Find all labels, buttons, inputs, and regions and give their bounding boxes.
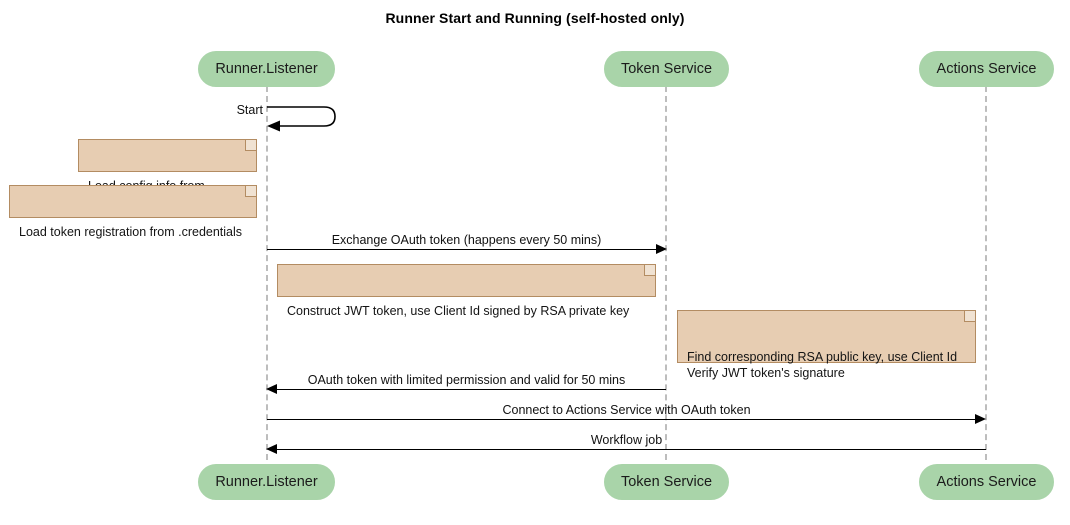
note-fold-corner-icon (644, 265, 655, 276)
message-label-oauth-token-returned: OAuth token with limited permission and … (307, 373, 626, 387)
participant-label: Actions Service (936, 474, 1037, 490)
participant-token-bottom[interactable]: Token Service (604, 464, 729, 500)
note-load-config: Load config info from .runner (78, 139, 257, 209)
message-arrowhead-connect-actions (975, 414, 986, 424)
note-construct-jwt: Construct JWT token, use Client Id signe… (277, 264, 656, 318)
message-arrowhead-workflow-job (266, 444, 277, 454)
participant-label: Actions Service (936, 61, 1037, 77)
participant-runner-bottom[interactable]: Runner.Listener (198, 464, 335, 500)
note-verify-jwt: Find corresponding RSA public key, use C… (677, 310, 976, 380)
note-fold-corner-icon (964, 311, 975, 322)
self-message-loop-start (266, 104, 344, 132)
participant-label: Runner.Listener (215, 61, 318, 77)
message-line-exchange-oauth (267, 249, 657, 250)
note-load-token: Load token registration from .credential… (9, 185, 257, 239)
self-message-label-start: Start (236, 103, 263, 117)
page-title: Runner Start and Running (self-hosted on… (385, 10, 685, 26)
message-line-connect-actions (267, 419, 976, 420)
participant-token-top[interactable]: Token Service (604, 51, 729, 87)
message-arrowhead-exchange-oauth (656, 244, 667, 254)
message-arrowhead-oauth-token-returned (266, 384, 277, 394)
participant-label: Token Service (620, 474, 713, 490)
note-fold-corner-icon (245, 140, 256, 151)
participant-runner-top[interactable]: Runner.Listener (198, 51, 335, 87)
participant-actions-top[interactable]: Actions Service (919, 51, 1054, 87)
participant-label: Token Service (620, 61, 713, 77)
participant-actions-bottom[interactable]: Actions Service (919, 464, 1054, 500)
participant-label: Runner.Listener (215, 474, 318, 490)
message-label-exchange-oauth: Exchange OAuth token (happens every 50 m… (331, 233, 602, 247)
message-line-workflow-job (277, 449, 986, 450)
note-fold-corner-icon (245, 186, 256, 197)
note-text: Load token registration from .credential… (19, 225, 243, 239)
note-text: Construct JWT token, use Client Id signe… (287, 304, 630, 318)
message-line-oauth-token-returned (277, 389, 666, 390)
lifeline-actions (985, 86, 987, 460)
note-text: Find corresponding RSA public key, use C… (687, 350, 958, 380)
message-label-workflow-job: Workflow job (590, 433, 663, 447)
lifeline-runner (266, 86, 268, 460)
lifeline-token (665, 86, 667, 460)
message-label-connect-actions: Connect to Actions Service with OAuth to… (502, 403, 751, 417)
